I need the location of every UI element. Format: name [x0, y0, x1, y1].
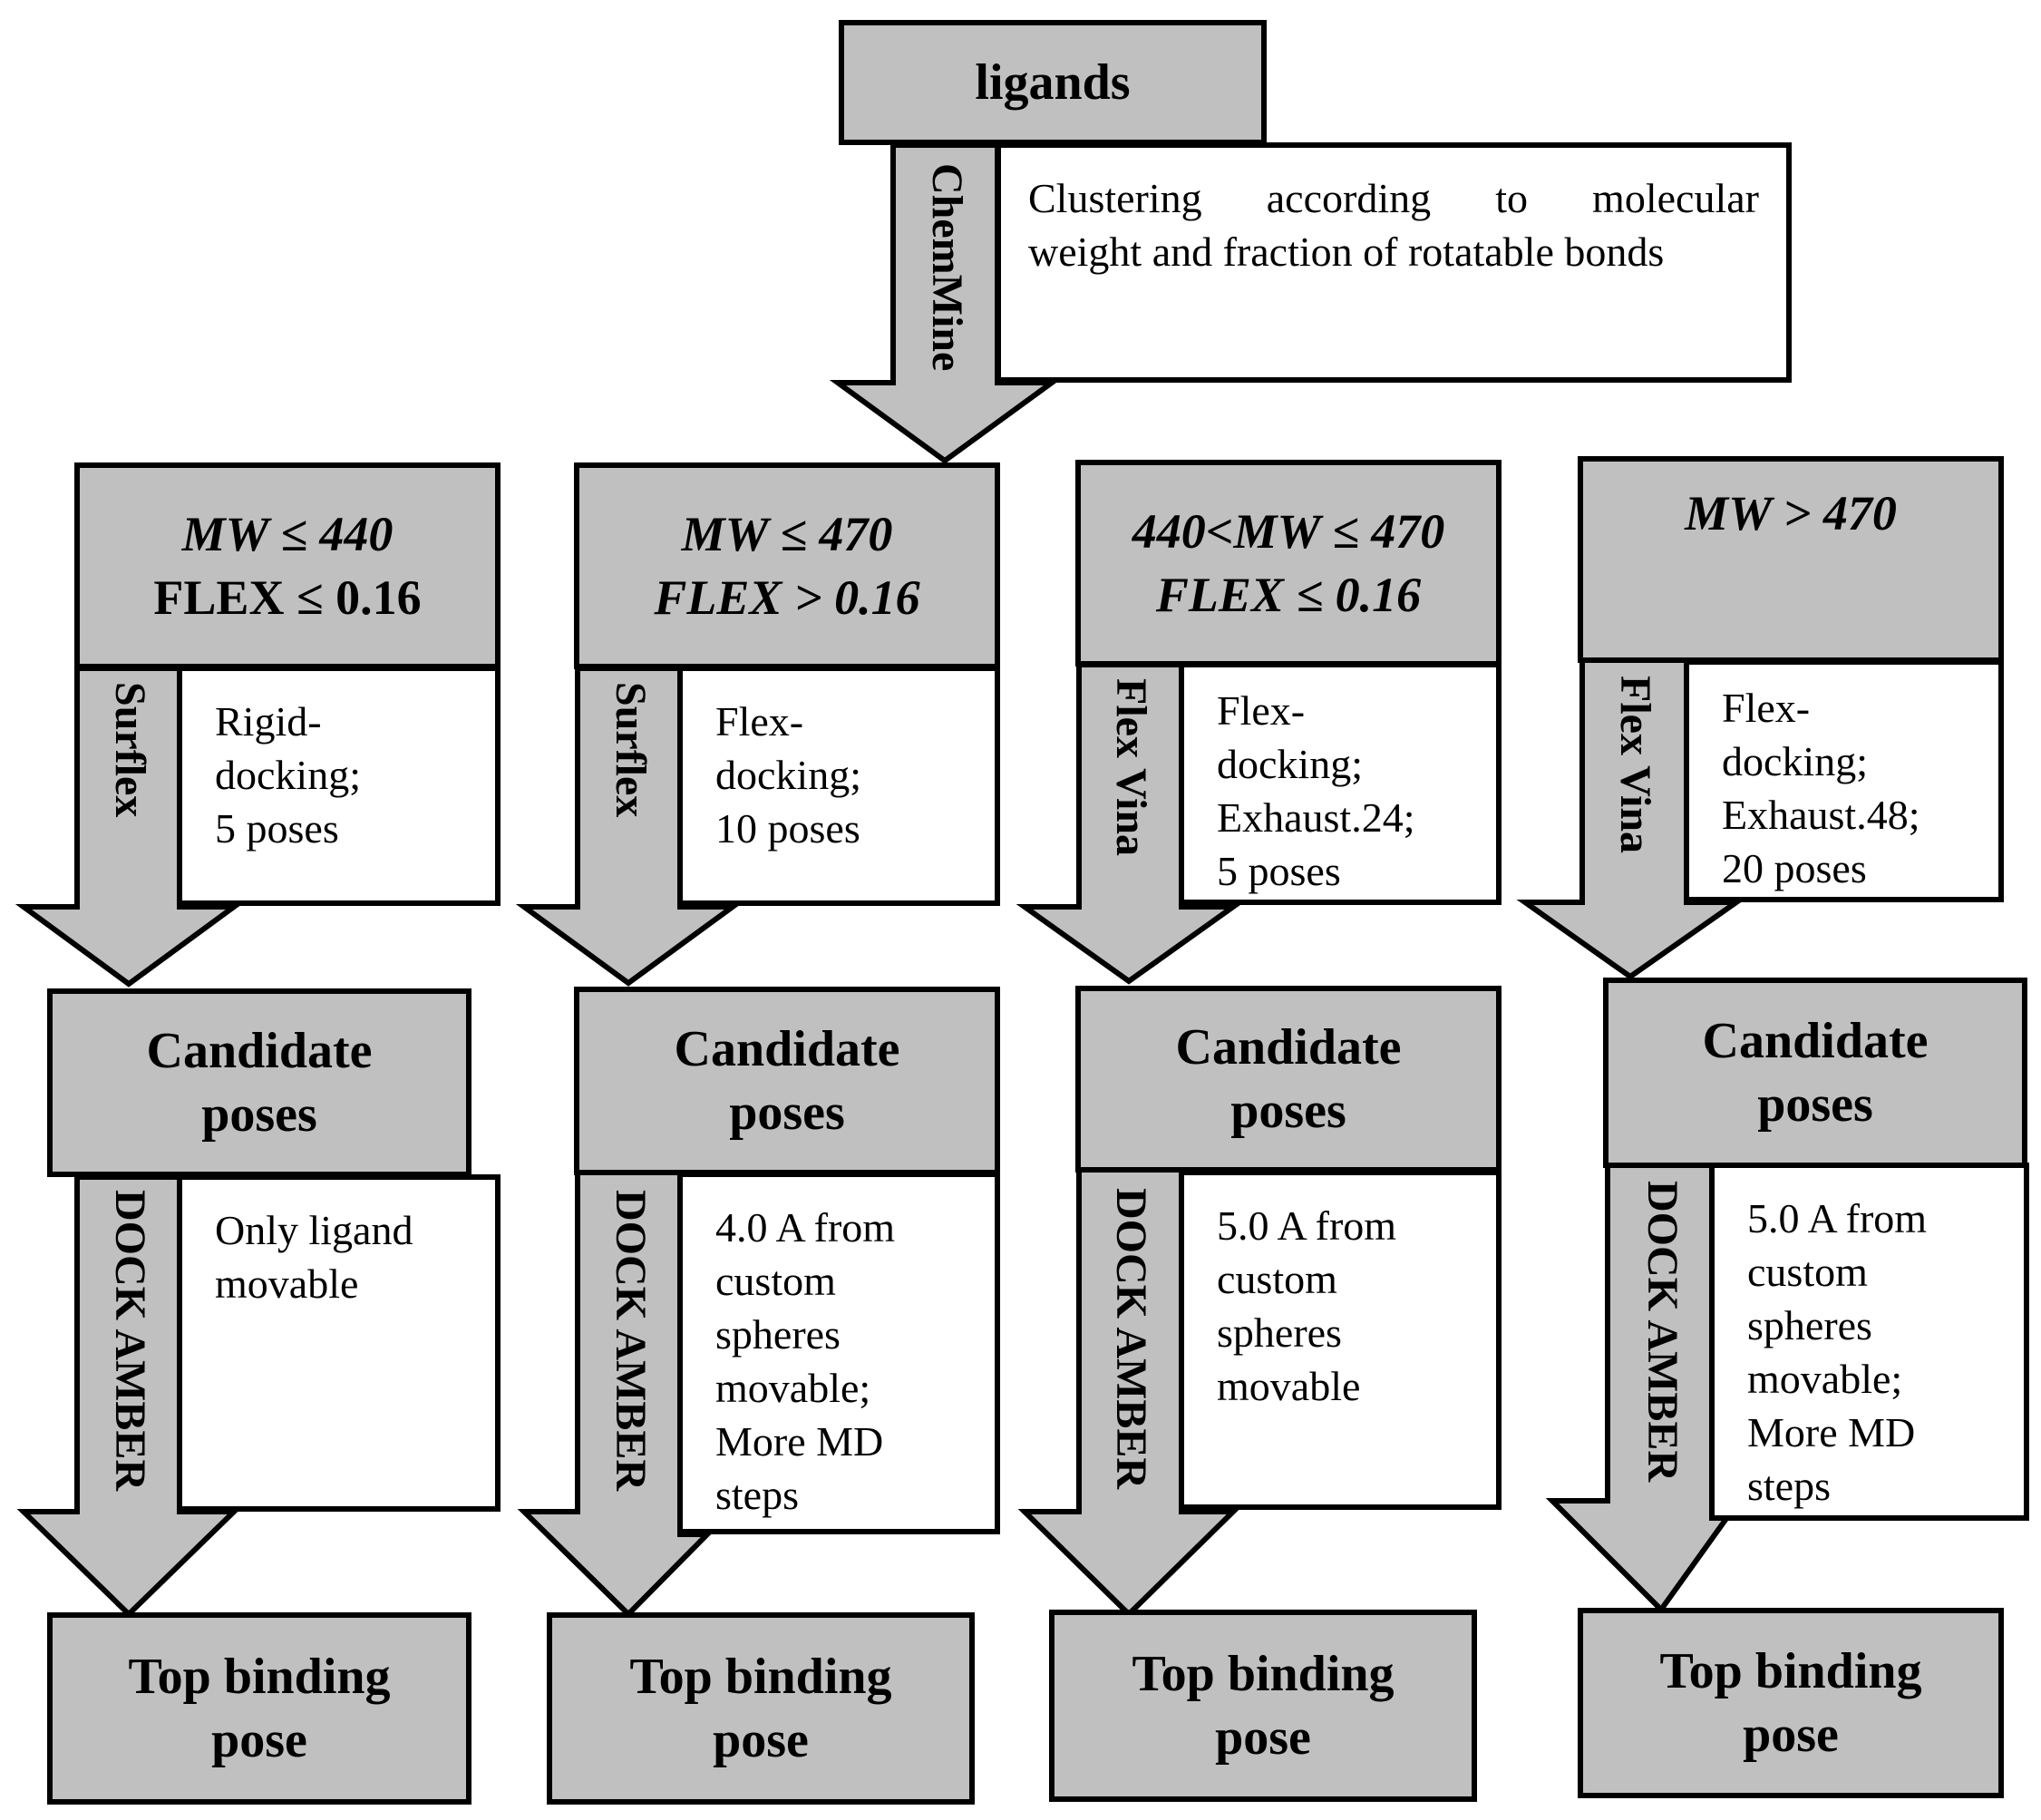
col4-refine-note: 5.0 A from custom spheres movable; More …: [1709, 1163, 2029, 1521]
col4-condition-box: MW > 470: [1578, 456, 2004, 663]
col1-dock-note: Rigid- docking; 5 poses: [177, 666, 501, 906]
col4-dock-note: Flex- docking; Exhaust.48; 20 poses: [1684, 659, 2004, 902]
col2-refine-method: DOCK AMBER: [607, 1190, 655, 1492]
col2-condition-box: MW ≤ 470 FLEX > 0.16: [574, 462, 1000, 669]
col1-result-box: Top binding pose: [47, 1612, 471, 1805]
col2-result-box: Top binding pose: [547, 1612, 975, 1805]
col1-condition-box: MW ≤ 440 FLEX ≤ 0.16: [74, 462, 501, 669]
col3-dock-method: Flex Vina: [1107, 678, 1155, 857]
clustering-note-line2: weight and fraction of rotatable bonds: [1028, 229, 1665, 275]
col3-condition-box: 440<MW ≤ 470 FLEX ≤ 0.16: [1075, 460, 1502, 667]
col2-dock-method: Surflex: [607, 682, 655, 818]
ligands-title: ligands: [975, 54, 1131, 111]
col4-dock-method: Flex Vina: [1611, 676, 1659, 854]
col3-dock-note: Flex- docking; Exhaust.24; 5 poses: [1179, 662, 1502, 905]
col3-refine-note: 5.0 A from custom spheres movable: [1179, 1170, 1502, 1510]
clustering-note-line1: Clustering according to molecular: [1028, 175, 1759, 221]
col2-candidate-box: Candidate poses: [574, 987, 1000, 1175]
col1-dock-method: Surflex: [106, 682, 154, 818]
col4-result-box: Top binding pose: [1578, 1608, 2004, 1798]
col1-refine-method: DOCK AMBER: [106, 1190, 154, 1492]
col3-result-box: Top binding pose: [1049, 1610, 1477, 1802]
col3-refine-method: DOCK AMBER: [1107, 1188, 1155, 1490]
ligands-box: ligands: [839, 20, 1267, 145]
clustering-note: Clustering according to molecular weight…: [996, 142, 1792, 383]
col2-dock-note: Flex- docking; 10 poses: [677, 666, 1000, 906]
col4-refine-method: DOCK AMBER: [1638, 1181, 1686, 1483]
chemmine-label: ChemMine: [923, 163, 971, 372]
col1-refine-note: Only ligand movable: [177, 1174, 501, 1512]
col3-candidate-box: Candidate poses: [1075, 986, 1502, 1173]
col4-candidate-box: Candidate poses: [1603, 978, 2027, 1168]
col1-candidate-box: Candidate poses: [47, 988, 471, 1177]
col2-refine-note: 4.0 A from custom spheres movable; More …: [677, 1172, 1000, 1534]
